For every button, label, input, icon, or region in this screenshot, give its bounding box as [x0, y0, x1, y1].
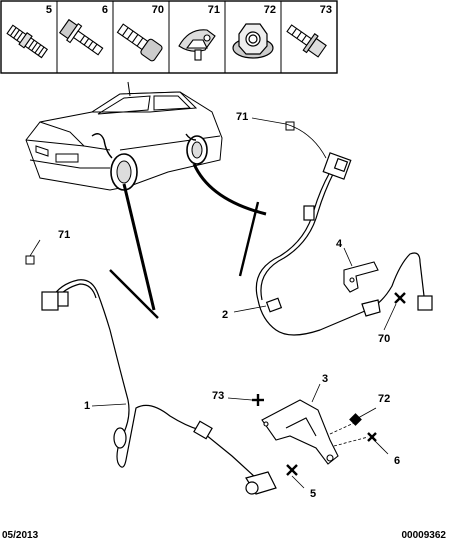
callout-2: 2: [222, 309, 228, 321]
fastener-ref: 72: [264, 4, 276, 16]
flange-nut-icon: [232, 23, 274, 59]
callout-73: 73: [212, 390, 224, 402]
callout-71: 71: [58, 229, 70, 241]
fastener-ref: 70: [152, 4, 164, 16]
callout-leaders: [29, 117, 397, 489]
callout-72: 72: [378, 393, 390, 405]
fastener-ref: 71: [208, 4, 220, 16]
footer-date: 05/2013: [2, 530, 39, 541]
fastener-ref: 5: [46, 4, 52, 16]
socket-screw-icon: [116, 23, 163, 62]
clip-icon: [178, 29, 216, 61]
stud-bolt-icon: [6, 24, 49, 59]
callout-3: 3: [322, 373, 328, 385]
leader-lines: [122, 163, 267, 311]
flange-bolt-icon: [58, 18, 104, 56]
position-markers: [252, 292, 406, 476]
fastener-ref: 6: [102, 4, 108, 16]
fastener-table: [0, 0, 338, 74]
washer-screw-icon: [286, 24, 327, 58]
callout-6: 6: [394, 455, 400, 467]
front-sensor-harness: [41, 279, 277, 495]
bracket-3: [261, 399, 339, 465]
callout-1: 1: [84, 400, 90, 412]
fastener-ref: 73: [320, 4, 332, 16]
callout-71: 71: [236, 111, 248, 123]
callout-5: 5: [310, 488, 316, 500]
rear-sensor-harness: [255, 152, 433, 336]
bracket-4: [343, 261, 379, 293]
car-illustration: [25, 81, 223, 191]
footer-ref: 00009362: [401, 530, 447, 541]
callout-4: 4: [336, 238, 343, 250]
callout-70: 70: [378, 333, 390, 345]
